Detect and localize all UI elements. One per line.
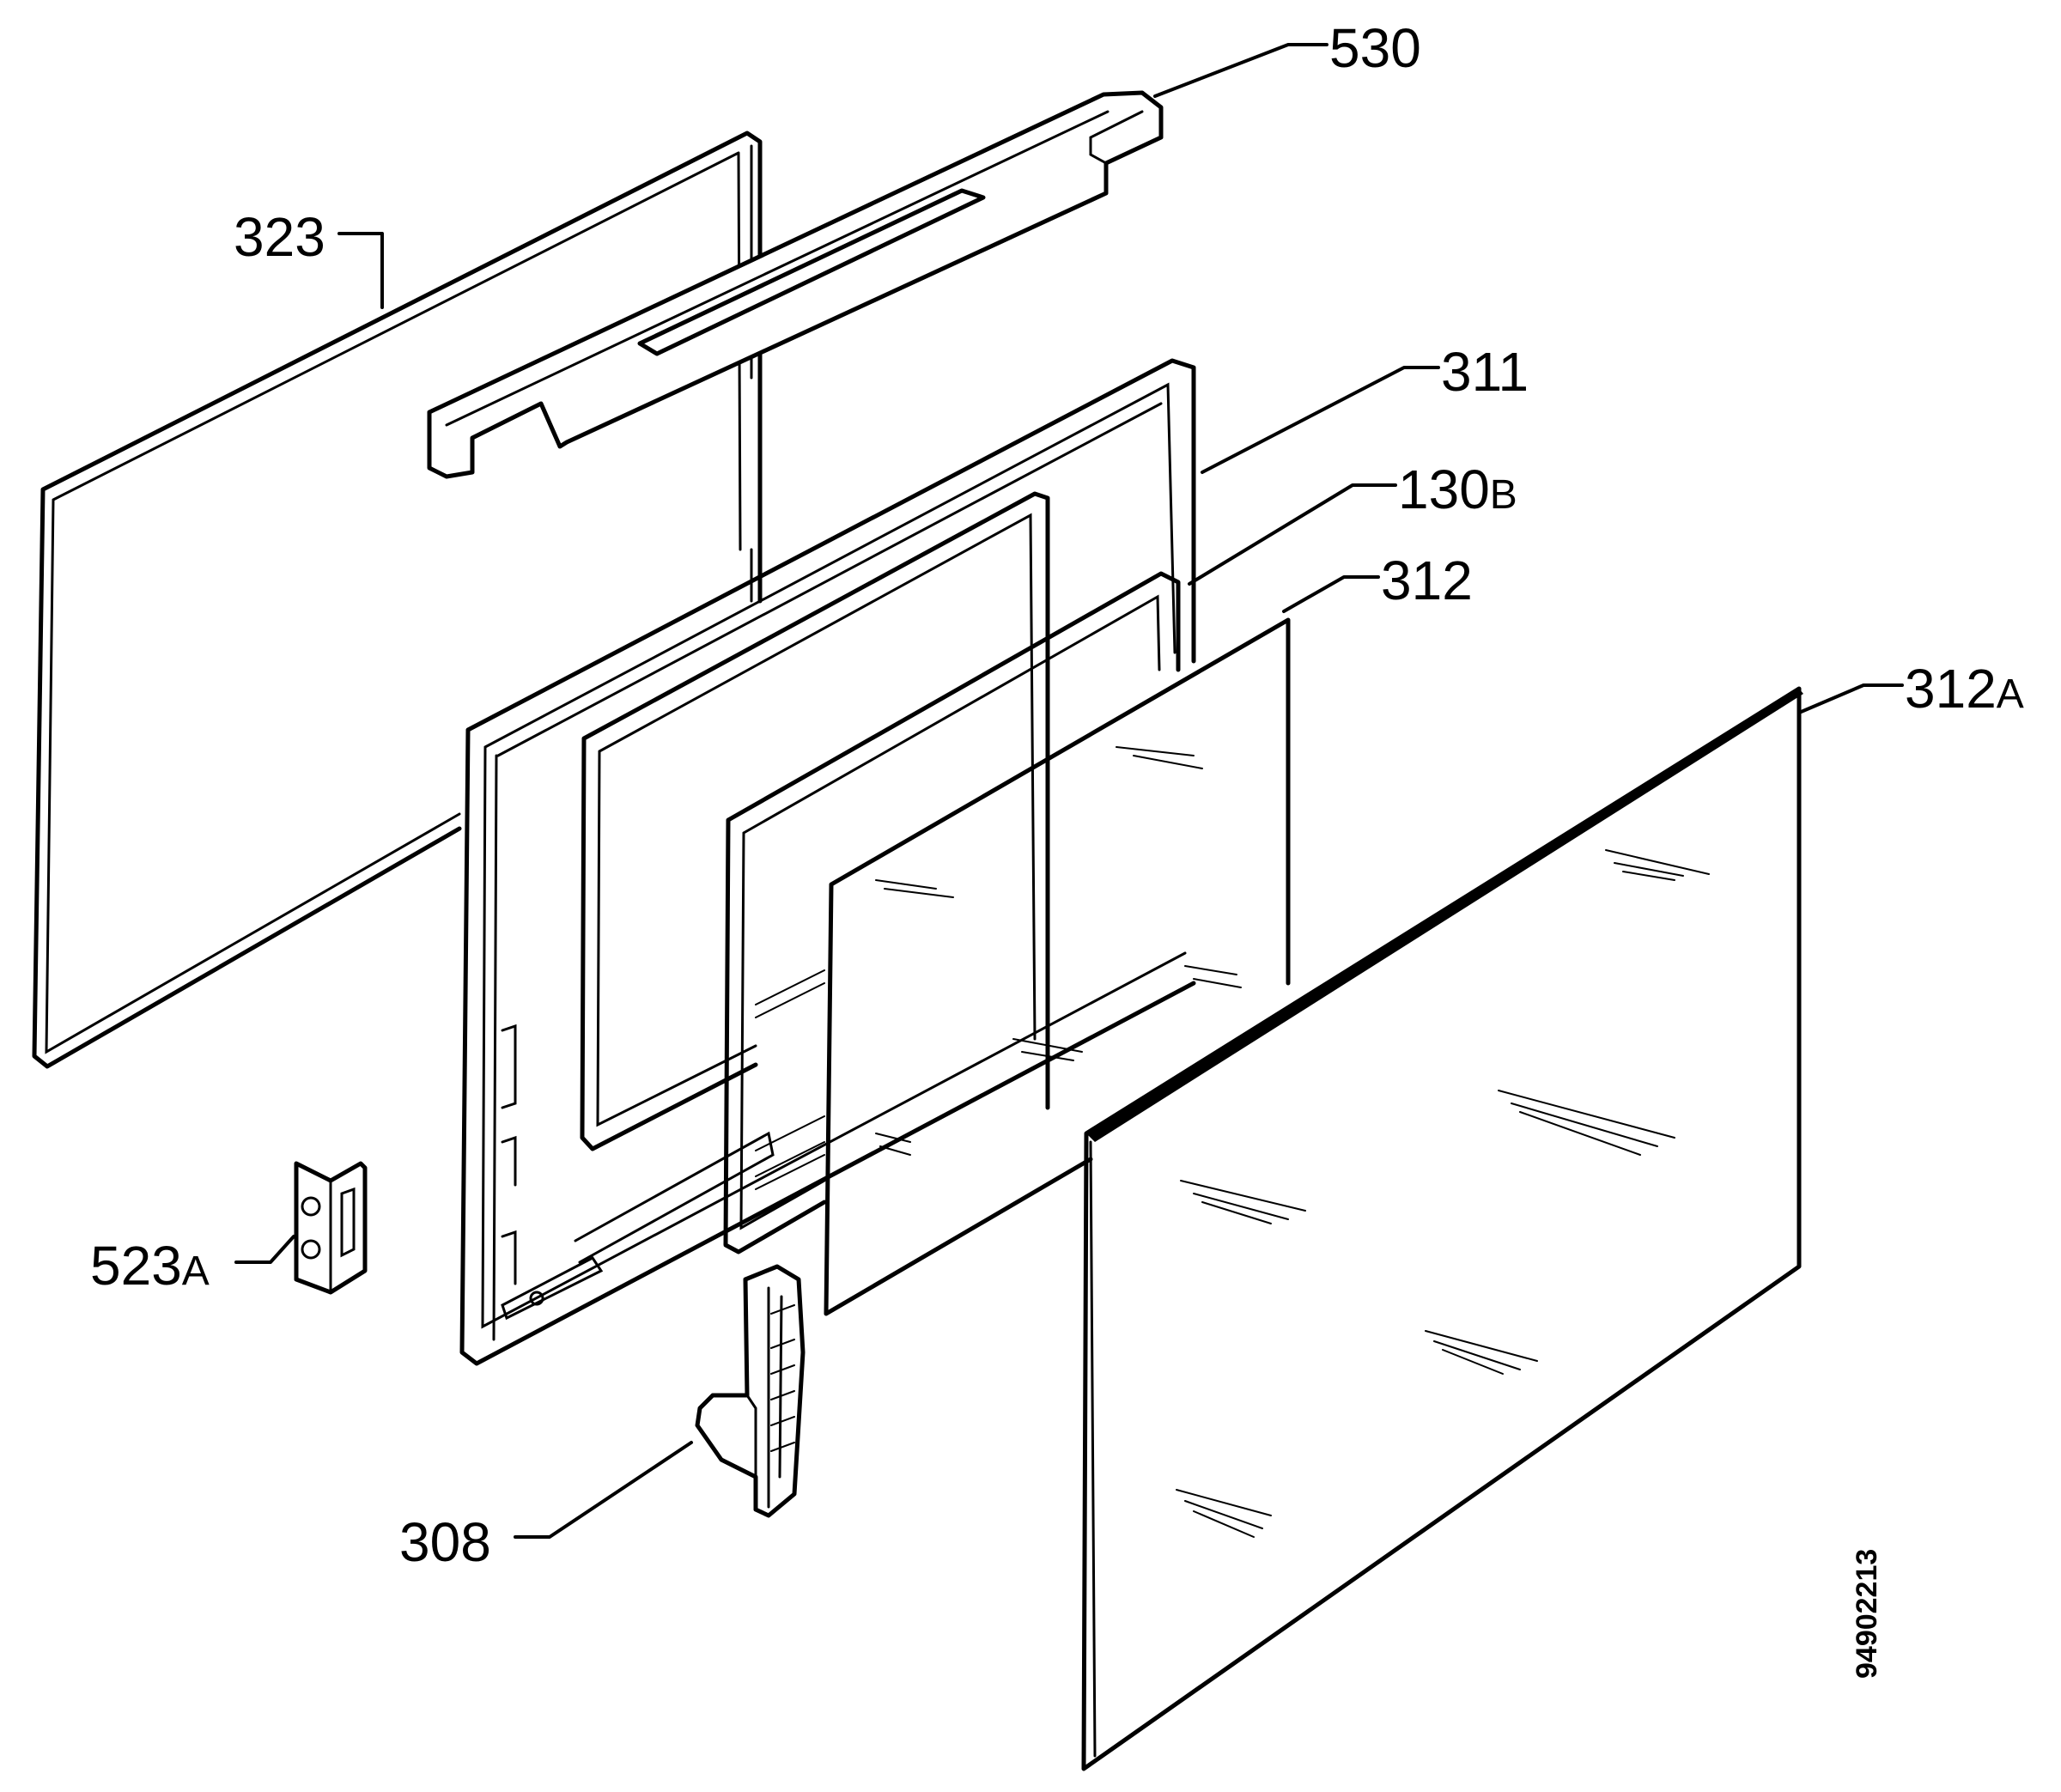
label-130b: 130B xyxy=(1398,459,1517,520)
label-312a: 312A xyxy=(1905,658,2024,720)
leader-308 xyxy=(514,1441,693,1539)
leader-130b xyxy=(1188,483,1397,586)
part-308-hinge xyxy=(695,1264,806,1518)
label-530: 530 xyxy=(1329,17,1421,79)
document-number: 94902213 xyxy=(1851,1549,1883,1679)
leader-323 xyxy=(337,232,384,309)
part-523a-hinge-bracket xyxy=(294,1161,368,1295)
part-312-inner-glass xyxy=(824,617,1291,1316)
part-323-gasket xyxy=(32,131,763,1069)
part-312a-outer-glass xyxy=(1081,686,1803,1771)
leader-312a xyxy=(1797,683,1904,714)
part-inner-frame xyxy=(580,491,1050,1151)
leader-312 xyxy=(1282,575,1380,613)
label-308: 308 xyxy=(399,1511,491,1573)
part-311-door-frame xyxy=(459,358,1196,1366)
leader-530 xyxy=(1153,43,1328,98)
leader-lines xyxy=(234,43,1904,1539)
label-523a: 523A xyxy=(90,1235,210,1297)
label-311: 311 xyxy=(1441,341,1529,403)
label-323: 323 xyxy=(234,206,325,268)
leader-311 xyxy=(1201,366,1440,474)
part-530-handle-bar xyxy=(427,90,1164,479)
part-130b-glass-seal xyxy=(723,571,1181,1254)
leader-523a xyxy=(234,1235,295,1264)
label-312: 312 xyxy=(1381,550,1473,611)
